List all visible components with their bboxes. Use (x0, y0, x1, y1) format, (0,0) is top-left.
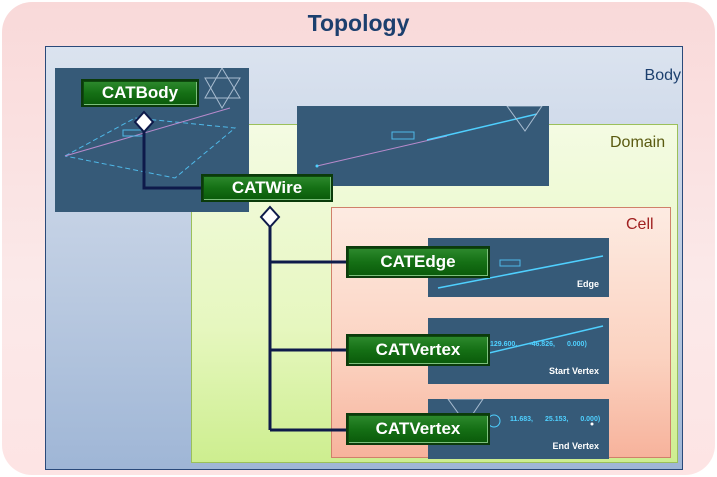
body-label: Body (644, 67, 681, 84)
catvertex-start-node: CATVertex (346, 334, 490, 366)
catbody-node: CATBody (81, 79, 199, 107)
wire-screenshot (297, 106, 549, 186)
end-coord-z: 0.000) (580, 416, 601, 423)
start-vertex-caption: Start Vertex (548, 366, 599, 376)
end-coord-y: 25.153, (544, 416, 569, 423)
end-vertex-coords: 11.683, 25.153, 0.000) (510, 416, 609, 423)
start-coord-z: 0.000) (566, 341, 587, 348)
start-coord-y: -46.826, (529, 341, 555, 348)
catvertex-end-node: CATVertex (346, 413, 490, 445)
page-title: Topology (307, 10, 410, 36)
domain-label: Domain (610, 134, 666, 151)
catwire-node: CATWire (201, 174, 333, 202)
end-vertex-caption: End Vertex (552, 441, 599, 451)
end-vertex-screenshot: 11.683, 25.153, 0.000) End Vertex (428, 399, 609, 459)
catedge-node: CATEdge (346, 246, 490, 278)
cell-label: Cell (626, 216, 654, 233)
edge-caption: Edge (576, 279, 599, 289)
start-vertex-coords: 129.600, -46.826, 0.000) (490, 341, 599, 348)
start-coord-x: 129.600, (490, 341, 518, 348)
end-coord-x: 11.683, (510, 416, 533, 423)
